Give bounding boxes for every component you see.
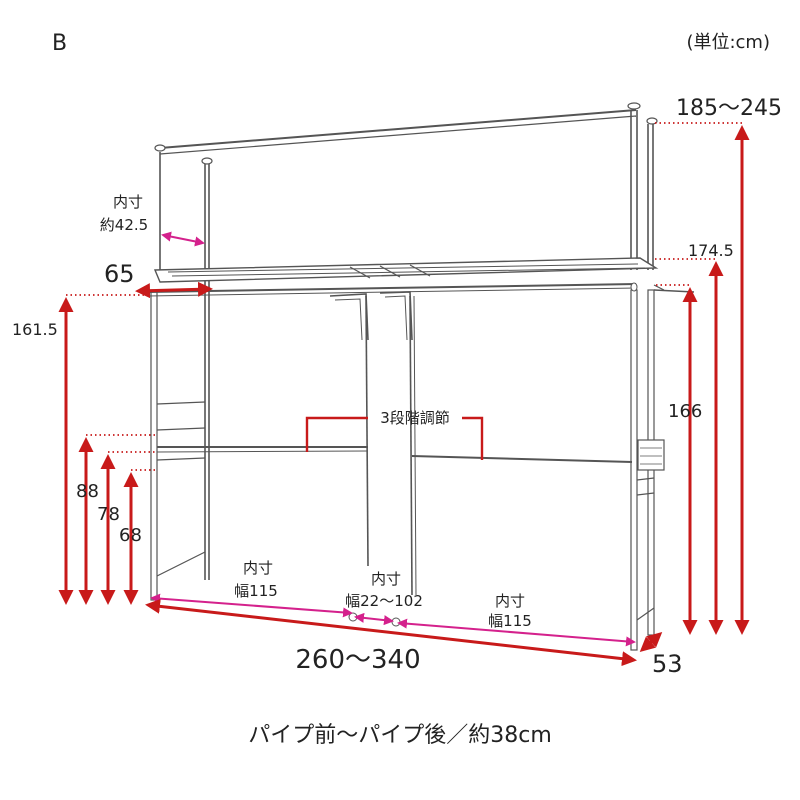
dim-total-width: 260〜340 [295,645,420,675]
side-hook [653,284,665,291]
center-foot-right [391,617,401,627]
inner-mid-label: 内寸 [371,570,401,588]
adjust-label: 3段階調節 [380,409,450,427]
dim-depth-base: 53 [652,650,683,678]
rail-end-cap [630,282,638,292]
hanging-rail-right [411,455,633,463]
pipe-distance-caption: パイプ前〜パイプ後／約38cm [248,723,552,748]
shelf-joint-2 [379,265,401,278]
center-pole-right [409,295,413,596]
labels: B (単位:cm) 185〜245 174.5 166 161.5 88 78 … [12,31,782,748]
left-front-pole [150,289,158,601]
shelf-joint-1 [349,266,371,279]
side-hook-bar [653,289,695,293]
left-panel-top [156,401,206,405]
right-panel-rung-2 [636,492,655,496]
ceiling-cap-left-front [154,144,166,152]
rack-frame [147,102,695,651]
top-bar-lower [159,115,637,155]
left-panel-rung-1 [156,427,206,431]
center-bracket-left-inner [334,298,363,341]
dim-depth-shelf: 65 [104,260,135,288]
center-bracket-left [329,293,369,341]
shelf-slat-2 [171,267,646,277]
inner-right-value: 幅115 [488,612,532,630]
shelf-slat-1 [167,263,639,273]
side-basket [637,439,665,471]
arrow-inner-mid [354,612,394,626]
ceiling-cap-left-back [201,157,213,165]
left-panel-rung-2 [156,457,206,461]
right-back-pole [630,289,638,651]
inner-mid-value: 幅22〜102 [345,592,423,610]
dim-rail-78: 78 [97,504,120,525]
dim-shelf-bottom-height: 166 [668,401,702,422]
upper-front-rail [147,283,637,293]
center-pole-left [365,295,369,567]
ceiling-cap-right-back [627,102,641,110]
inner-left-label: 内寸 [243,559,273,577]
right-base-brace [636,607,655,621]
dim-rail-88: 88 [76,481,99,502]
adjust-bracket-left [305,416,368,452]
dimension-lines [58,122,750,667]
inner-depth-value: 約42.5 [100,216,148,234]
arrow-depth-65 [135,281,213,299]
arrow-inner-depth [161,231,205,247]
center-foot-left [348,612,358,622]
unit-label: (単位:cm) [686,32,770,53]
inner-left-value: 幅115 [234,582,278,600]
dim-rail-68: 68 [119,525,142,546]
inner-right-label: 内寸 [495,592,525,610]
upper-shelf [153,257,659,283]
center-bracket-right-inner [384,295,408,341]
arrow-total-width [145,598,637,667]
shelf-joint-3 [409,264,431,277]
left-base-brace [156,551,206,577]
ceiling-cap-right-front [646,117,658,125]
arrow-inner-left [150,593,353,618]
inner-depth-label: 内寸 [113,193,143,211]
center-pole-right-b [413,295,417,596]
center-bracket-right [379,291,413,341]
right-panel-rung-1 [636,477,655,481]
variant-label: B [52,31,67,56]
dim-top-height: 185〜245 [676,96,782,121]
adjust-bracket-right [462,416,484,460]
arrow-depth-53 [639,632,663,652]
dim-shelf-top-height: 174.5 [688,241,734,260]
dim-left-shelf-height: 161.5 [12,320,58,339]
top-bar [159,109,637,149]
hanging-rail-left-lower [156,450,369,453]
